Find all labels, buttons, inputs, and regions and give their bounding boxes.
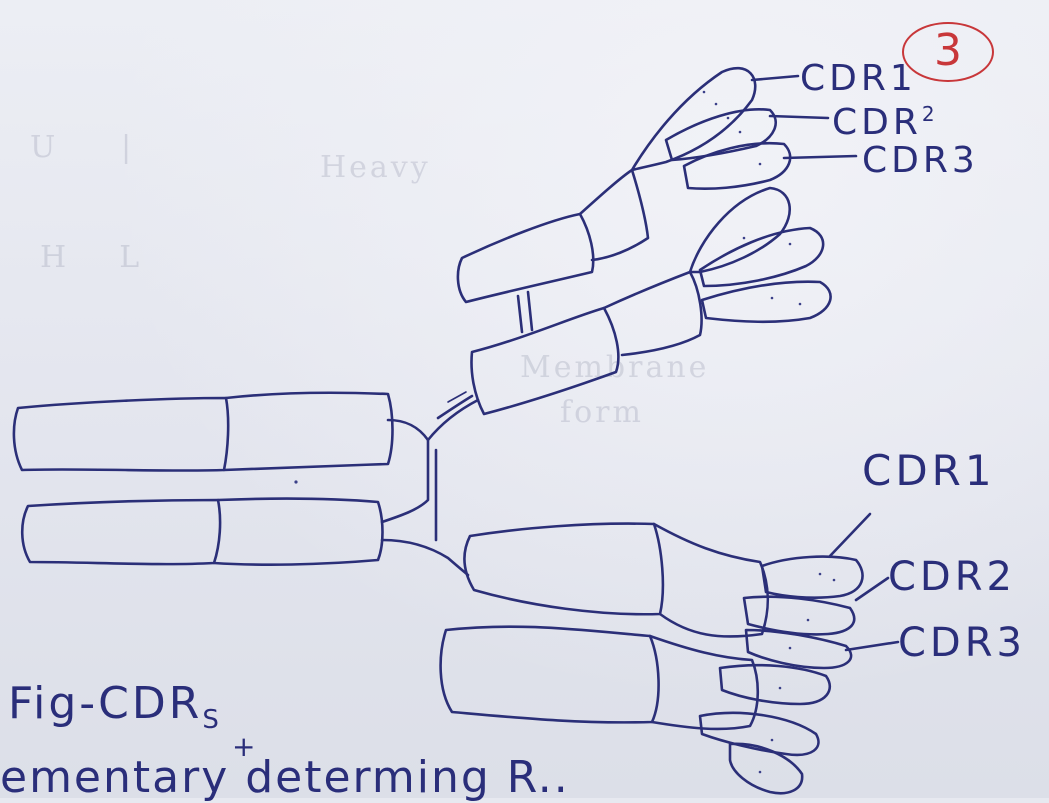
caption-text: CDR: [98, 678, 202, 729]
hinge-region: [382, 392, 478, 575]
label-upper-cdr3: CDR3: [862, 140, 979, 181]
page-number: 3: [934, 25, 962, 76]
caption-prefix: Fig-: [8, 678, 98, 729]
caption-sub: S: [202, 705, 222, 735]
label-lower-cdr1: CDR1: [862, 446, 996, 495]
label-upper-cdr2: CDR2: [832, 102, 939, 143]
upper-fab-arm: [458, 68, 831, 414]
label-lower-cdr3: CDR3: [898, 620, 1026, 666]
fc-region: [14, 393, 393, 565]
label-upper-cdr2-sup: 2: [922, 102, 939, 126]
figure-caption: Fig-CDRS: [8, 678, 222, 735]
bottom-text-line: ementary determing R..: [0, 752, 570, 803]
label-lower-cdr2: CDR2: [888, 554, 1016, 600]
label-upper-cdr2-text: CDR: [832, 102, 922, 143]
label-upper-cdr1: CDR1: [800, 58, 917, 99]
